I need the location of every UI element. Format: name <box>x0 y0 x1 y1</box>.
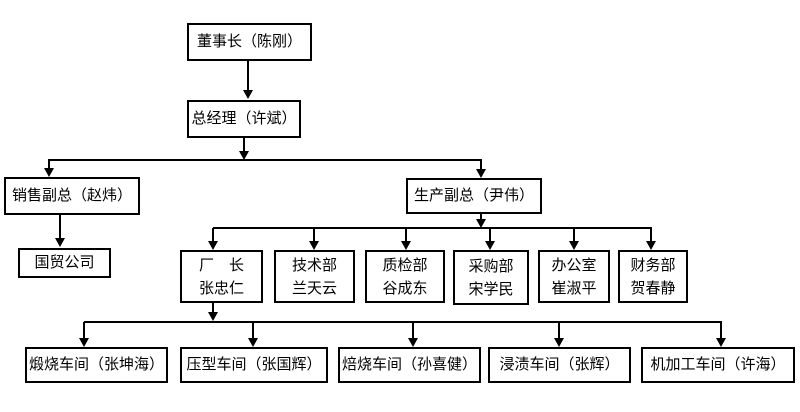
node-impregnation-workshop-label: 浸渍车间（张辉） <box>499 356 620 373</box>
node-machining-workshop: 机加工车间（许海） <box>641 347 795 383</box>
arrow-down-icon <box>476 169 486 178</box>
arrow-down-icon <box>248 338 258 347</box>
arrow-down-icon <box>309 241 319 250</box>
node-office-person: 崔淑平 <box>551 279 597 297</box>
connector-level3-bar <box>48 159 482 161</box>
node-tech-dept-title: 技术部 <box>291 256 337 274</box>
node-pressing-workshop: 压型车间（张国辉） <box>180 347 328 383</box>
node-finance-dept-person: 贺春静 <box>630 279 676 297</box>
connector-factory-wsbar <box>212 303 214 313</box>
node-roasting-workshop: 焙烧车间（孙喜健） <box>338 347 481 383</box>
node-impregnation-workshop: 浸渍车间（张辉） <box>488 347 631 383</box>
node-tech-dept-person: 兰天云 <box>291 279 337 297</box>
node-purchasing-dept-person: 宋学民 <box>468 280 514 298</box>
node-chairman-label: 董事长（陈刚） <box>196 33 302 50</box>
arrow-down-icon <box>79 338 89 347</box>
connector-drop-machining <box>720 322 722 338</box>
node-factory-director: 厂 长 张忠仁 <box>180 250 263 303</box>
arrow-down-icon <box>239 151 249 160</box>
connector-drop-roasting <box>412 322 414 338</box>
arrow-down-icon <box>55 238 65 247</box>
node-sales-vp-label: 销售副总（赵炜） <box>11 187 132 204</box>
arrow-down-icon <box>408 338 418 347</box>
connector-drop-calcination <box>83 322 85 338</box>
node-finance-dept: 财务部 贺春静 <box>618 250 688 303</box>
node-calcination-workshop: 煅烧车间（张坤海） <box>25 347 168 383</box>
node-general-manager: 总经理（许斌） <box>187 100 301 138</box>
connector-workshop-bar <box>84 321 722 323</box>
node-pressing-workshop-label: 压型车间（张国辉） <box>186 356 322 373</box>
node-calcination-workshop-label: 煅烧车间（张坤海） <box>28 356 164 373</box>
connector-drop-finance-dept <box>650 228 652 241</box>
connector-prod-deptbar <box>480 214 482 220</box>
connector-drop-tech-dept <box>313 228 315 241</box>
node-chairman: 董事长（陈刚） <box>187 23 312 61</box>
arrow-down-icon <box>243 90 253 99</box>
arrow-down-icon <box>554 338 564 347</box>
arrow-down-icon <box>485 241 495 250</box>
arrow-down-icon <box>476 219 486 228</box>
node-office: 办公室 崔淑平 <box>538 250 610 303</box>
node-tech-dept: 技术部 兰天云 <box>274 250 355 303</box>
node-sales-vp: 销售副总（赵炜） <box>4 177 140 215</box>
arrow-down-icon <box>646 241 656 250</box>
connector-drop-purchasing-dept <box>489 228 491 241</box>
arrow-down-icon <box>208 241 218 250</box>
node-purchasing-dept: 采购部 宋学民 <box>453 250 529 305</box>
connector-drop-pressing <box>252 322 254 338</box>
connector-drop-impregnation <box>558 322 560 338</box>
node-production-vp: 生产副总（尹伟） <box>406 178 542 214</box>
node-factory-director-title: 厂 长 <box>198 256 244 274</box>
arrow-down-icon <box>716 338 726 347</box>
arrow-down-icon <box>569 241 579 250</box>
node-office-title: 办公室 <box>551 256 597 274</box>
node-qc-dept-person: 谷成东 <box>382 279 428 297</box>
connector-gm-split <box>243 138 245 152</box>
node-intl-trade-label: 国贸公司 <box>34 254 95 271</box>
node-factory-director-person: 张忠仁 <box>198 279 244 297</box>
node-purchasing-dept-title: 采购部 <box>468 257 514 275</box>
connector-drop-qc-dept <box>405 228 407 241</box>
connector-bar-production-vp <box>480 160 482 170</box>
node-qc-dept-title: 质检部 <box>382 256 428 274</box>
node-production-vp-label: 生产副总（尹伟） <box>413 187 534 204</box>
node-roasting-workshop-label: 焙烧车间（孙喜健） <box>341 356 477 373</box>
node-finance-dept-title: 财务部 <box>630 256 676 274</box>
connector-drop-office <box>573 228 575 241</box>
node-qc-dept: 质检部 谷成东 <box>365 250 445 303</box>
arrow-down-icon <box>401 241 411 250</box>
node-general-manager-label: 总经理（许斌） <box>191 110 297 127</box>
node-intl-trade: 国贸公司 <box>18 248 111 278</box>
arrow-down-icon <box>208 312 218 321</box>
connector-sales-intl <box>59 215 61 239</box>
connector-bar-sales-vp <box>48 160 50 169</box>
arrow-down-icon <box>44 168 54 177</box>
connector-chairman-gm <box>247 61 249 91</box>
connector-dept-bar <box>213 227 652 229</box>
connector-drop-factory-director <box>212 228 214 241</box>
node-machining-workshop-label: 机加工车间（许海） <box>650 356 786 373</box>
